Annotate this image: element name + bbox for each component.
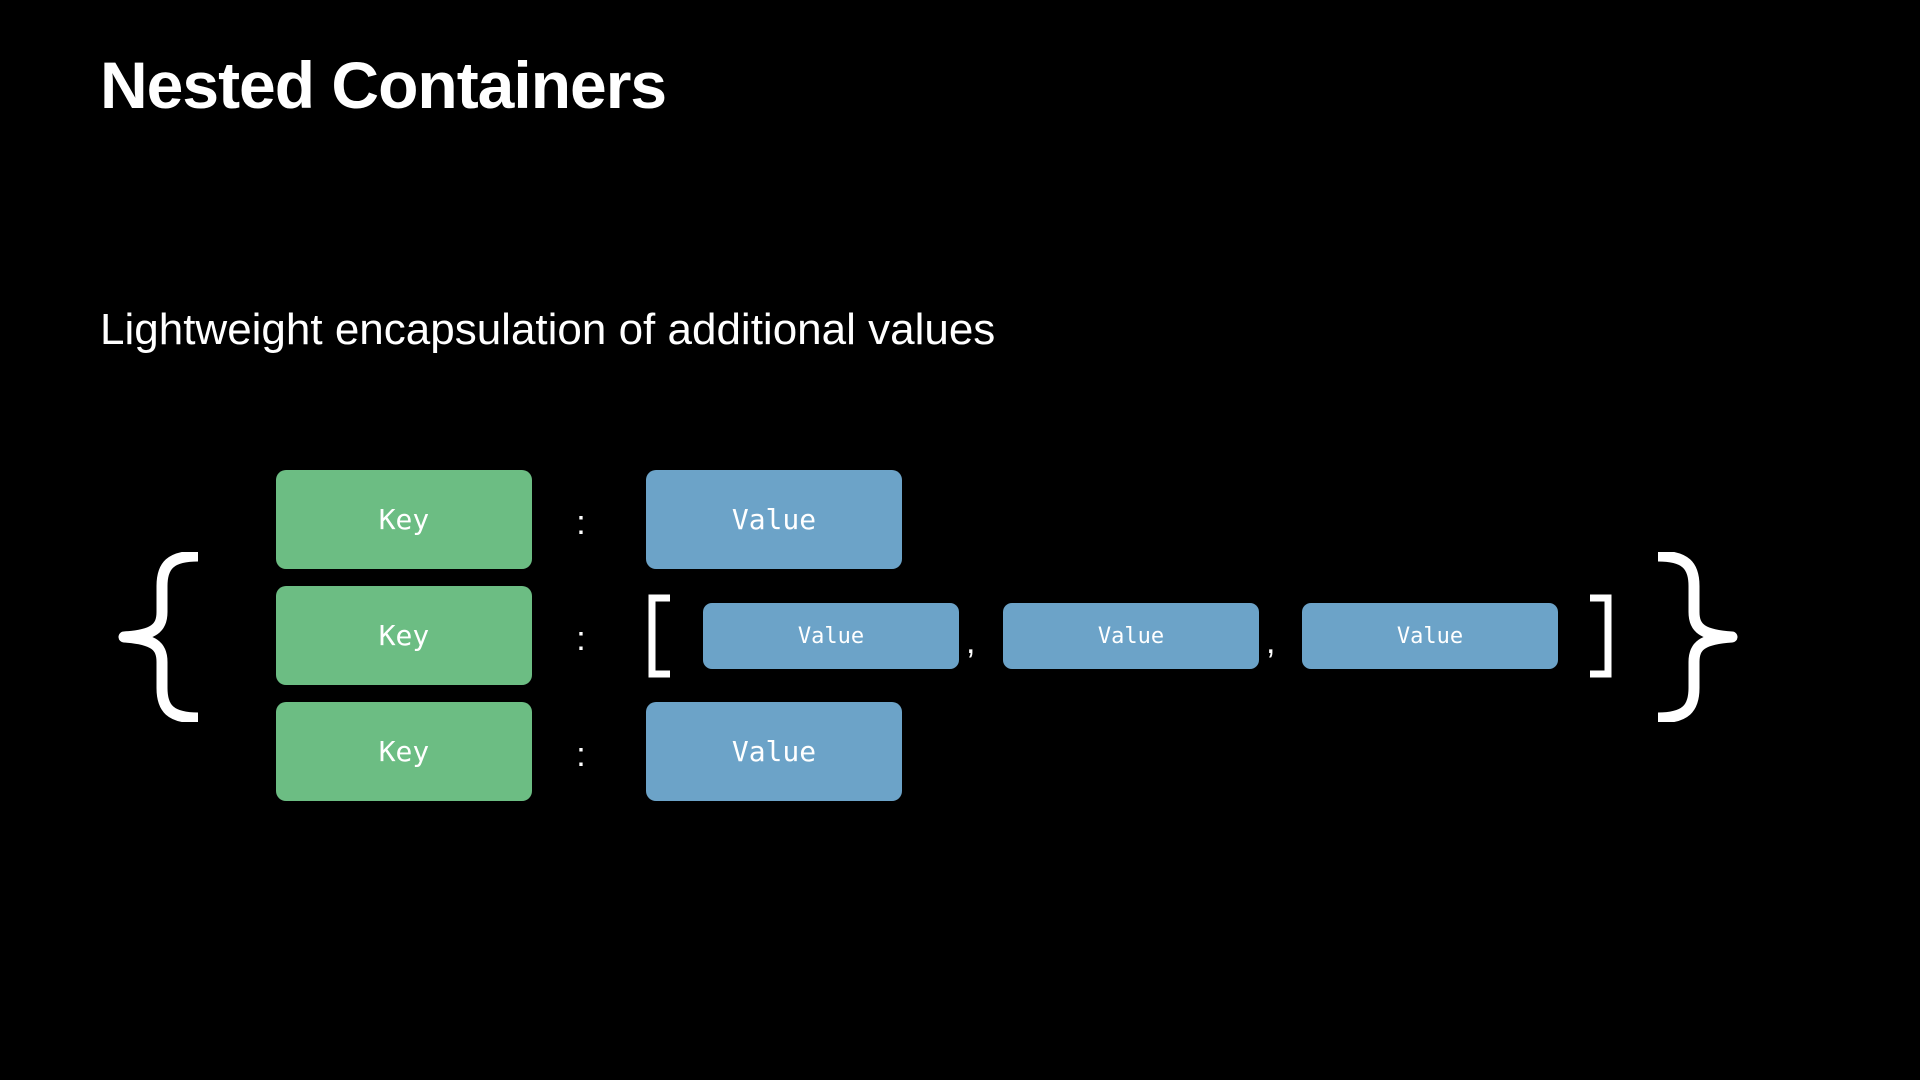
left-curly-brace: [118, 552, 199, 722]
array-comma-2: ,: [1266, 623, 1276, 661]
right-curly-brace: [1657, 552, 1738, 722]
key-box-3: Key: [276, 702, 532, 801]
array-value-box-2: Value: [1003, 603, 1259, 669]
value-box-1: Value: [646, 470, 902, 569]
key-box-2: Key: [276, 586, 532, 685]
array-value-box-3: Value: [1302, 603, 1558, 669]
left-square-bracket: [648, 594, 670, 678]
key-box-1: Key: [276, 470, 532, 569]
slide-subtitle: Lightweight encapsulation of additional …: [100, 305, 996, 354]
colon-separator-2: :: [576, 620, 586, 658]
array-value-box-1: Value: [703, 603, 959, 669]
value-box-3: Value: [646, 702, 902, 801]
slide-title: Nested Containers: [100, 48, 667, 122]
colon-separator-1: :: [576, 504, 586, 542]
right-square-bracket: [1590, 594, 1612, 678]
colon-separator-3: :: [576, 736, 586, 774]
array-comma-1: ,: [966, 623, 976, 661]
